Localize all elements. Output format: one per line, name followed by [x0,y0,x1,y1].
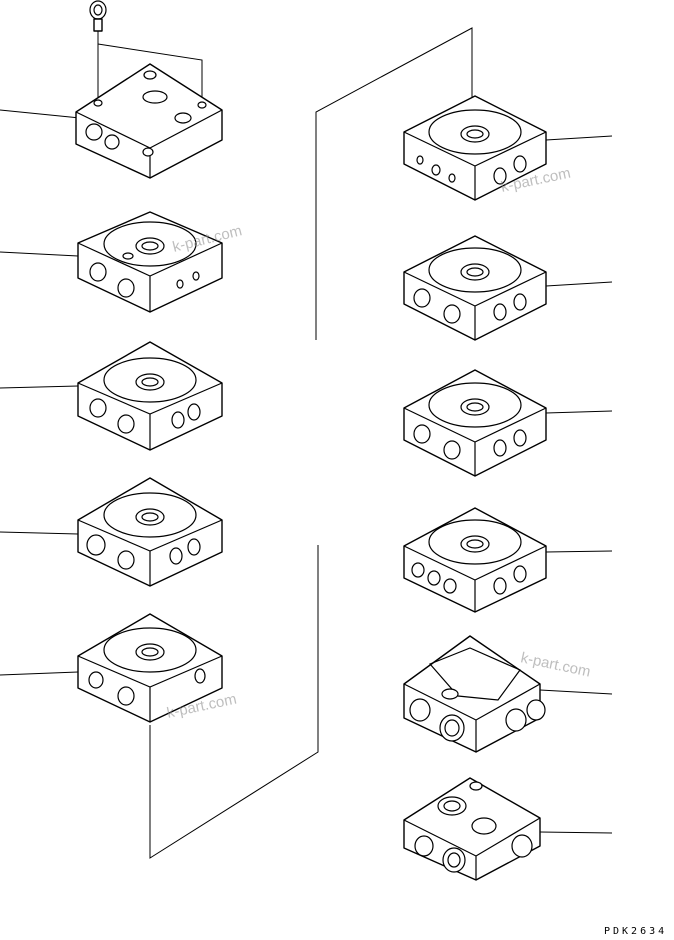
leader-lines [0,109,613,834]
group-bracket-top [315,27,473,340]
valve-section-right-4 [403,507,547,613]
valve-section-left-1 [77,211,223,313]
valve-section-left-2 [77,341,223,451]
end-cover-plate [75,63,223,179]
valve-section-left-4 [77,613,223,723]
inlet-section [403,635,546,753]
valve-section-right-1 [403,95,547,201]
valve-section-right-3 [403,369,547,477]
eye-bolt [89,0,203,102]
group-bracket-left [149,545,319,859]
drawing-code: PDK2634 [604,926,667,937]
outlet-section [403,777,541,881]
valve-section-right-2 [403,235,547,341]
valve-section-left-3 [77,477,223,587]
watermark-4: k-part.com [519,649,592,680]
